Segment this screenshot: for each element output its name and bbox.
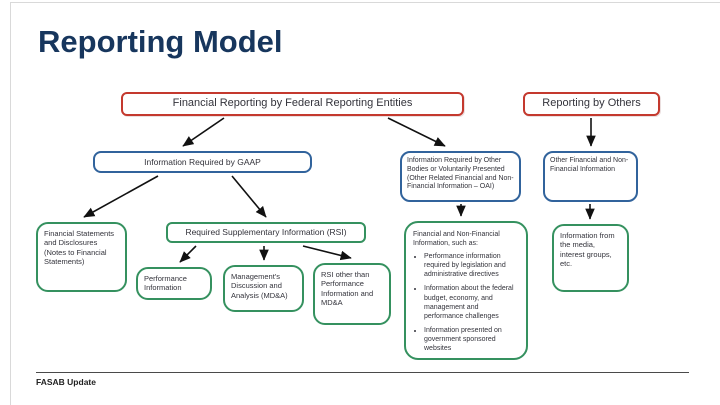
arrow-rsi-to-rsi-other [302,245,352,261]
arrow-gaap-to-financial-statements [83,175,159,218]
arrow-rsi-to-performance [179,245,197,263]
node-reporting-by-others: Reporting by Others [523,92,660,116]
node-financial-nonfinancial-such-as: Financial and Non-Financial Information,… [404,221,528,360]
fin-nonfin-bullet: Performance information required by legi… [424,252,519,279]
node-rsi-other-than-performance: RSI other than Performance Information a… [313,263,391,325]
slide-border-top [10,2,720,3]
footer-label: FASAB Update [36,377,96,387]
fin-nonfin-bullet-list: Performance information required by legi… [413,252,519,353]
fin-nonfin-bullet: Information about the federal budget, ec… [424,284,519,320]
node-other-financial-nonfinancial-information: Other Financial and Non-Financial Inform… [543,151,638,202]
node-financial-statements-disclosures: Financial Statements and Disclosures (No… [36,222,127,292]
slide-border-left [10,2,11,405]
arrow-fed-to-other-bodies [387,117,446,147]
fin-nonfin-heading: Financial and Non-Financial Information,… [413,231,500,248]
page-title: Reporting Model [38,24,283,59]
node-performance-information: Performance Information [136,267,212,300]
footer-divider [36,372,689,373]
arrow-fed-to-gaap [182,117,225,147]
node-management-discussion-analysis: Management's Discussion and Analysis (MD… [223,265,304,312]
arrow-gaap-to-rsi [231,175,267,218]
node-information-from-media: Information from the media, interest gro… [552,224,629,292]
node-financial-reporting-federal-entities: Financial Reporting by Federal Reporting… [121,92,464,116]
fin-nonfin-bullet: Information presented on government spon… [424,326,519,353]
node-information-required-by-gaap: Information Required by GAAP [93,151,312,173]
node-information-required-by-other-bodies: Information Required by Other Bodies or … [400,151,521,202]
node-required-supplementary-information: Required Supplementary Information (RSI) [166,222,366,243]
